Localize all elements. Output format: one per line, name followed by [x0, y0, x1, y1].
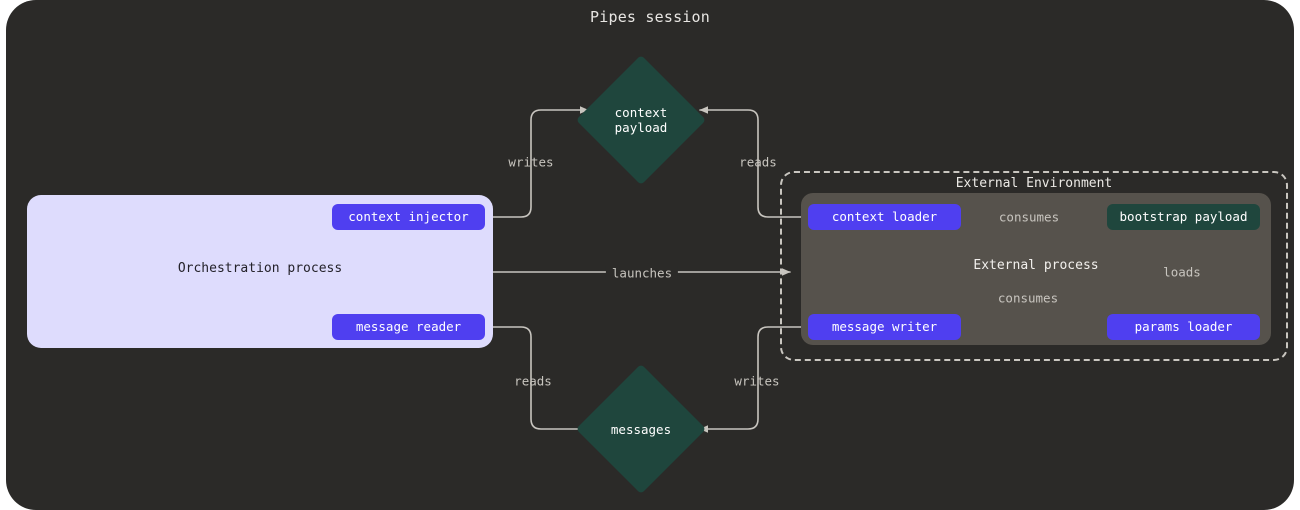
external-process-label: External process [973, 258, 1099, 273]
store-context-payload-line2: payload [614, 120, 668, 135]
node-message-writer[interactable]: message writer [808, 314, 961, 340]
store-messages[interactable]: messages [575, 363, 707, 495]
store-context-payload-text: context payload [577, 56, 705, 184]
edge-label-writes-messages: writes [734, 373, 780, 389]
node-bootstrap-payload[interactable]: bootstrap payload [1107, 204, 1260, 230]
node-message-reader[interactable]: message reader [332, 314, 485, 340]
node-params-loader[interactable]: params loader [1107, 314, 1260, 340]
store-context-payload[interactable]: context payload [575, 54, 707, 186]
external-environment-label: External Environment [955, 176, 1113, 191]
store-context-payload-line1: context [614, 105, 668, 120]
edge-label-consumes-writer: consumes [991, 290, 1065, 306]
orchestration-process-label: Orchestration process [177, 261, 343, 276]
edge-label-reads-messages: reads [514, 373, 552, 389]
edge-label-loads-params: loads [1157, 264, 1207, 280]
node-context-loader[interactable]: context loader [808, 204, 961, 230]
edge-label-reads-context: reads [739, 154, 777, 170]
external-environment-container [780, 171, 1288, 361]
page-title: Pipes session [590, 8, 710, 26]
edge-label-writes-context: writes [508, 154, 554, 170]
store-messages-text: messages [577, 365, 705, 493]
edge-label-consumes-context: consumes [992, 209, 1066, 225]
edge-label-launches: launches [605, 265, 679, 281]
node-context-injector[interactable]: context injector [332, 204, 485, 230]
store-messages-line1: messages [610, 421, 672, 437]
